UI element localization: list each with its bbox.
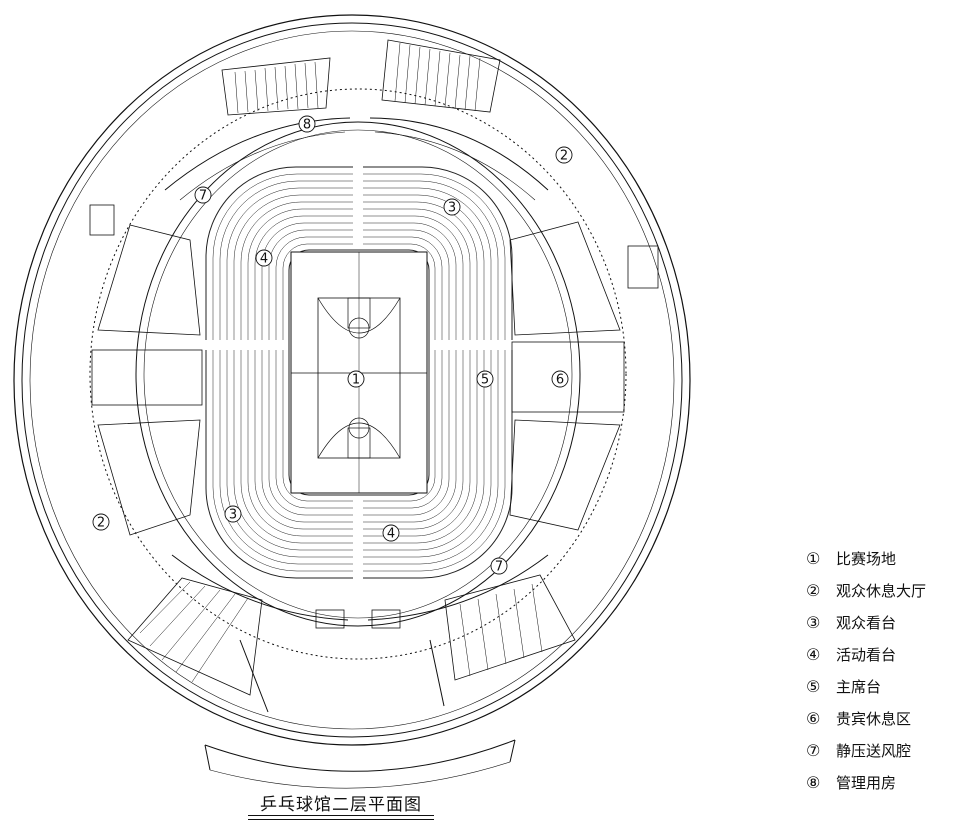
marker-spectator-lounge-east: 2 [555,146,573,164]
svg-text:4: 4 [387,527,395,542]
legend-label: 比赛场地 [836,550,897,568]
inner-ring-outer [89,88,627,660]
legend-item: ① 比赛场地 [806,543,956,575]
legend-number: ② [806,581,821,600]
svg-text:1: 1 [352,373,360,388]
legend-number: ⑥ [806,709,821,728]
inner-ring-wall [135,121,581,627]
concourse-walls [164,117,549,621]
outer-shell-inner [21,22,683,738]
legend-item: ⑥ 贵宾休息区 [806,703,956,735]
legend-label: 活动看台 [836,646,897,664]
entrance-canopy-arc [204,739,516,772]
legend-number: ③ [806,613,821,632]
inner-ring-wall-2 [143,129,573,619]
stair-blocks [127,39,576,696]
legend-label: 观众看台 [836,614,897,632]
marker-stands-north: 3 [443,198,461,216]
seating-aisles [200,160,516,585]
legend-item: ② 观众休息大厅 [806,575,956,607]
svg-text:3: 3 [229,508,237,523]
outer-shell-outer [13,14,691,746]
legend-item: ⑦ 静压送风腔 [806,735,956,767]
stair-treads [139,42,543,683]
legend-number: ⑧ [806,773,821,792]
marker-movable-stands-south: 4 [382,524,400,542]
legend-item: ④ 活动看台 [806,639,956,671]
legend-number: ① [806,549,821,568]
marker-stands-south: 3 [224,505,242,523]
title-underline-second [248,819,434,820]
legend-label: 管理用房 [836,774,897,792]
marker-plenum-south: 7 [490,557,508,575]
legend-number: ⑦ [806,741,821,760]
legend-number: ④ [806,645,821,664]
legend-label: 观众休息大厅 [836,582,927,600]
marker-plenum-north: 7 [194,186,212,204]
outer-shell-line [29,30,675,730]
svg-text:7: 7 [199,189,207,204]
legend: ① 比赛场地 ② 观众休息大厅 ③ 观众看台 ④ 活动看台 ⑤ 主席台 ⑥ 贵宾… [806,543,956,799]
svg-text:2: 2 [560,149,568,164]
drawing-title: 乒乓球馆二层平面图 [260,795,422,815]
entrance-canopy-edge-left [204,744,211,771]
legend-label: 贵宾休息区 [836,710,912,728]
entrance-canopy-arc-2 [209,761,511,789]
marker-rostrum: 5 [476,370,494,388]
entrance-canopy-edge-right [509,739,516,763]
plan-markers: 1 2 2 3 3 4 4 5 [92,115,573,575]
legend-item: ⑧ 管理用房 [806,767,956,799]
marker-movable-stands-north: 4 [255,249,273,267]
marker-vip-lounge: 6 [551,370,569,388]
svg-text:6: 6 [556,373,564,388]
svg-text:4: 4 [260,252,268,267]
legend-item: ③ 观众看台 [806,607,956,639]
legend-label: 主席台 [836,678,882,696]
svg-text:3: 3 [448,201,456,216]
title-underline [248,815,434,816]
legend-label: 静压送风腔 [836,742,912,760]
svg-text:7: 7 [495,560,503,575]
svg-text:8: 8 [303,118,311,133]
legend-item: ⑤ 主席台 [806,671,956,703]
marker-spectator-lounge-west: 2 [92,513,110,531]
svg-text:5: 5 [481,373,489,388]
entrance-plaza-line [239,639,445,713]
service-blocks [89,204,659,629]
legend-number: ⑤ [806,677,821,696]
marker-competition-field: 1 [347,370,365,388]
marker-management-rooms: 8 [298,115,316,133]
competition-court [290,251,428,494]
svg-text:2: 2 [97,516,105,531]
